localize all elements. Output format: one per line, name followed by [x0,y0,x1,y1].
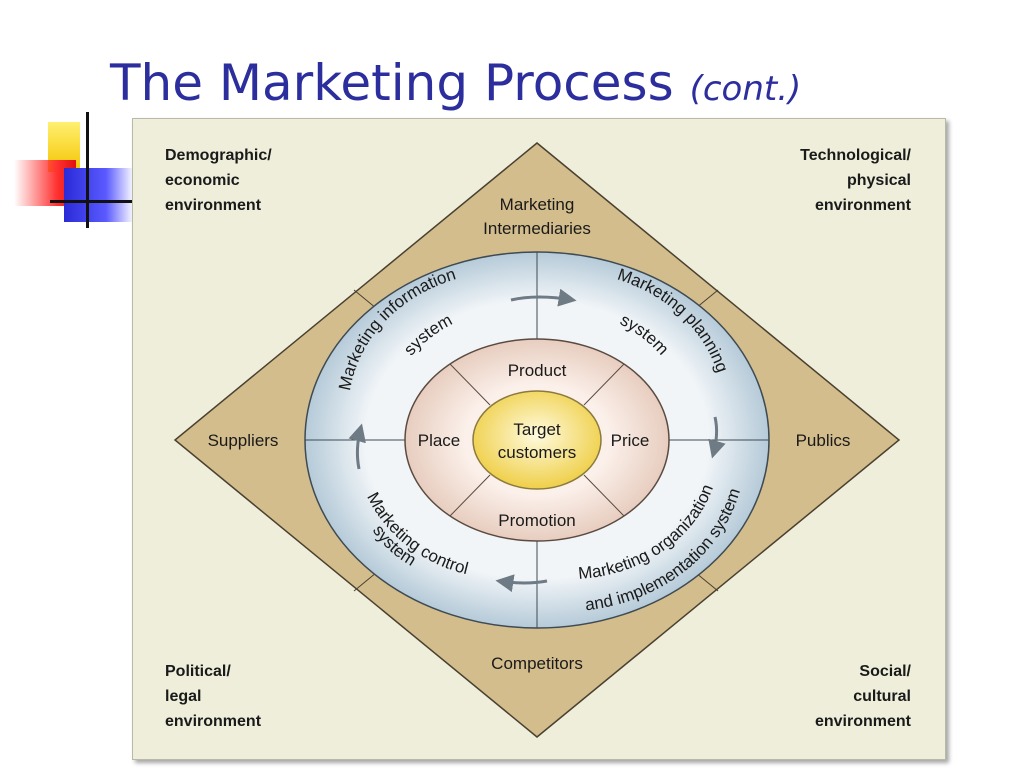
corner-technological-physical: Technological/ physical environment [800,147,911,214]
mix-divider-nw [449,363,491,406]
deco-blue-square [64,168,134,222]
label-competitors: Competitors [491,654,583,673]
mix-divider-se [583,474,625,517]
corner-social-cultural: Social/ cultural environment [814,663,911,730]
flow-arrow-left [348,423,366,470]
deco-horizontal-line [50,200,134,203]
flow-arrow-top [510,288,577,307]
label-suppliers: Suppliers [208,431,279,450]
label-target: Target [513,420,561,439]
label-place: Place [418,431,461,450]
label-marketing-intermediaries-1: Marketing [500,195,575,214]
diagram-svg: Marketing Intermediaries Suppliers Publi… [173,142,901,738]
flow-arrow-bottom [495,574,548,593]
flow-arrow-right [708,416,726,459]
label-publics: Publics [796,431,851,450]
corner-demographic-economic: Demographic/ economic environment [165,147,272,214]
deco-vertical-line [86,112,89,228]
slide-title: The Marketing Process (cont.) [110,58,801,108]
marketing-process-diagram: Demographic/ economic environment Techno… [132,118,946,760]
target-customers-core [472,390,602,490]
title-text: The Marketing Process [110,54,674,112]
title-suffix: (cont.) [689,69,802,109]
mix-divider-ne [583,363,625,406]
label-marketing-intermediaries-2: Intermediaries [483,219,591,238]
label-price: Price [611,431,650,450]
label-promotion: Promotion [498,511,575,530]
label-product: Product [508,361,567,380]
label-customers: customers [498,443,576,462]
corner-political-legal: Political/ legal environment [165,663,262,730]
mix-divider-sw [449,474,491,517]
